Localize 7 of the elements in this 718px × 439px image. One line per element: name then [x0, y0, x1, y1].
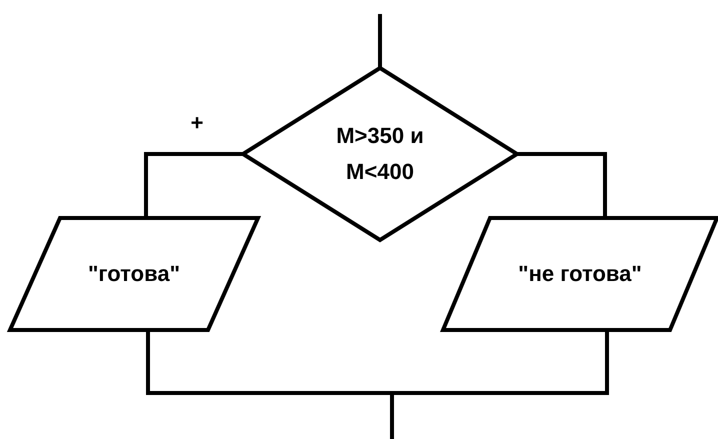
connector-line	[144, 152, 243, 218]
connector-line	[517, 152, 607, 218]
connector-line	[378, 14, 382, 68]
io-parallelogram	[443, 218, 717, 330]
node-text: "не готова"	[518, 260, 642, 288]
connector-line	[390, 330, 609, 439]
node-text: "готова"	[88, 260, 180, 288]
